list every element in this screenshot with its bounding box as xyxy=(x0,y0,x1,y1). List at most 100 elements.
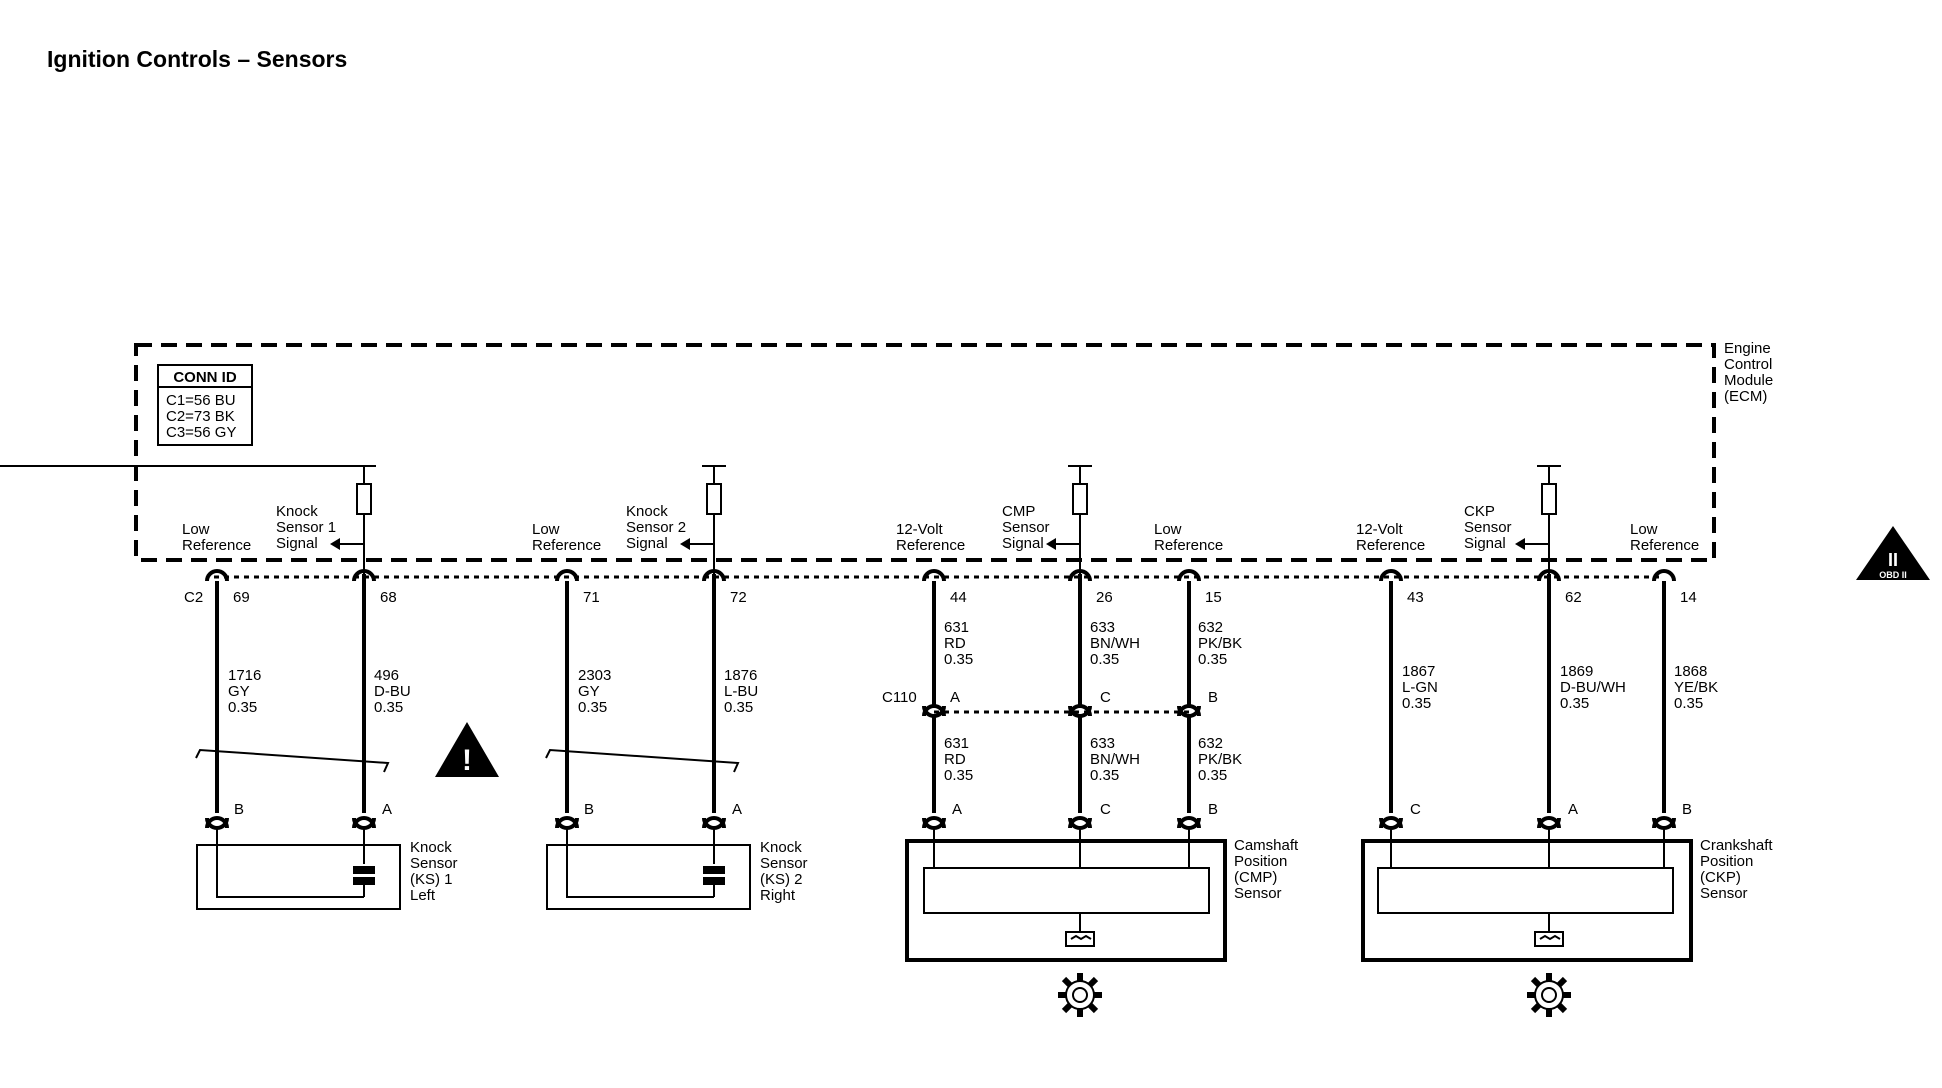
pin-number: 26 xyxy=(1096,589,1113,606)
pin-number: 62 xyxy=(1565,589,1582,606)
ecm-name-line: Module xyxy=(1724,372,1773,389)
pin-number: 44 xyxy=(950,589,967,606)
svg-text:Knock: Knock xyxy=(276,503,318,520)
pin-number: 14 xyxy=(1680,589,1697,606)
c110-pin: A xyxy=(950,689,960,706)
svg-text:633: 633 xyxy=(1090,619,1115,636)
svg-text:1716: 1716 xyxy=(228,667,261,684)
twisted-pair-marker xyxy=(545,748,740,773)
page-title: Ignition Controls – Sensors xyxy=(47,46,348,72)
pin-number: 71 xyxy=(583,589,600,606)
conn-id-table: CONN ID C1=56 BU C2=73 BK C3=56 GY xyxy=(157,364,253,446)
warning-glyph: ! xyxy=(462,744,472,777)
svg-text:L-GN: L-GN xyxy=(1402,679,1438,696)
svg-text:CKP: CKP xyxy=(1464,503,1495,520)
svg-text:1868: 1868 xyxy=(1674,663,1707,680)
pullup-resistor xyxy=(680,465,726,574)
svg-text:Reference: Reference xyxy=(896,537,965,554)
sensor-pin: A xyxy=(1568,801,1578,818)
svg-text:1867: 1867 xyxy=(1402,663,1435,680)
svg-text:Position: Position xyxy=(1234,853,1287,870)
c110-wire-info: 633 xyxy=(1090,735,1115,752)
svg-text:Knock: Knock xyxy=(760,839,802,856)
svg-text:II: II xyxy=(1888,550,1898,570)
svg-text:Camshaft: Camshaft xyxy=(1234,837,1299,854)
gear-icon xyxy=(1058,973,1102,1017)
ecm-pin: 12-Volt Reference 44 631 RD 0.35 xyxy=(896,521,973,706)
sensor-pin: B xyxy=(1682,801,1692,818)
svg-text:Signal: Signal xyxy=(1002,535,1044,552)
svg-text:Sensor 1: Sensor 1 xyxy=(276,519,336,536)
warning-triangle-icon: ! xyxy=(435,722,499,777)
svg-text:(KS) 2: (KS) 2 xyxy=(760,871,803,888)
svg-text:Reference: Reference xyxy=(182,537,251,554)
sensor-pin: C xyxy=(1410,801,1421,818)
svg-text:0.35: 0.35 xyxy=(578,699,607,716)
svg-text:0.35: 0.35 xyxy=(1674,695,1703,712)
svg-text:Sensor: Sensor xyxy=(760,855,808,872)
pin-number: 68 xyxy=(380,589,397,606)
svg-text:Sensor: Sensor xyxy=(1700,885,1748,902)
ecm-name-line: Engine xyxy=(1724,340,1771,357)
ecm-name-line: Control xyxy=(1724,356,1772,373)
pin-number: 72 xyxy=(730,589,747,606)
pullup-resistor xyxy=(0,465,376,574)
c110-pin: B xyxy=(1208,689,1218,706)
pin-number: 69 xyxy=(233,589,250,606)
ecm-pin: Knock Sensor 2 Signal 72 1876 L-BU 0.35 xyxy=(626,503,758,813)
c110-wire-info: PK/BK xyxy=(1198,751,1242,768)
svg-text:(CMP): (CMP) xyxy=(1234,869,1277,886)
svg-text:Right: Right xyxy=(760,887,796,904)
ecm-connector-label: C2 xyxy=(184,589,203,606)
ecm-pin: Low Reference 69 1716 GY 0.35 xyxy=(182,521,261,813)
svg-text:Sensor 2: Sensor 2 xyxy=(626,519,686,536)
c110-wire-info: 0.35 xyxy=(944,767,973,784)
knock-sensor-1: B A Knock Sensor (KS) 1 Left xyxy=(196,801,458,910)
ecm-pin: CMP Sensor Signal 26 633 BN/WH 0.35 xyxy=(1002,503,1140,706)
svg-text:Sensor: Sensor xyxy=(410,855,458,872)
svg-text:0.35: 0.35 xyxy=(724,699,753,716)
c110-wire-info: 0.35 xyxy=(1198,767,1227,784)
svg-text:Position: Position xyxy=(1700,853,1753,870)
pullup-resistor xyxy=(1046,465,1092,574)
c110-wire-info: 631 xyxy=(944,735,969,752)
svg-text:RD: RD xyxy=(944,635,966,652)
svg-text:Reference: Reference xyxy=(1630,537,1699,554)
svg-text:CMP: CMP xyxy=(1002,503,1035,520)
sensor-pin: A xyxy=(952,801,962,818)
c110-inline-connector: C110 A C B 631 RD 0.35 633 BN/WH 0.35 63… xyxy=(882,689,1242,813)
ecm-pin: Low Reference 71 2303 GY 0.35 xyxy=(532,521,611,813)
c110-wire-info: BN/WH xyxy=(1090,751,1140,768)
svg-text:Left: Left xyxy=(410,887,436,904)
conn-id-header: CONN ID xyxy=(173,369,237,386)
sensor-pin: B xyxy=(584,801,594,818)
svg-text:PK/BK: PK/BK xyxy=(1198,635,1242,652)
ckp-sensor: C A B Crankshaft Position (CKP) Sensor xyxy=(1361,801,1773,962)
obd-ii-icon: II OBD II xyxy=(1856,526,1930,580)
gear-icon xyxy=(1527,973,1571,1017)
c110-pin: C xyxy=(1100,689,1111,706)
c110-wire-info: RD xyxy=(944,751,966,768)
pin-number: 43 xyxy=(1407,589,1424,606)
svg-text:0.35: 0.35 xyxy=(1560,695,1589,712)
ecm-pin: 12-Volt Reference 43 1867 L-GN 0.35 xyxy=(1356,521,1438,813)
svg-text:YE/BK: YE/BK xyxy=(1674,679,1718,696)
svg-text:Reference: Reference xyxy=(532,537,601,554)
svg-text:GY: GY xyxy=(578,683,600,700)
svg-text:Low: Low xyxy=(1630,521,1658,538)
svg-text:2303: 2303 xyxy=(578,667,611,684)
cmp-sensor: A C B Camshaft Position (CMP) Sensor xyxy=(905,801,1299,962)
sensor-pin: A xyxy=(732,801,742,818)
svg-text:(CKP): (CKP) xyxy=(1700,869,1741,886)
svg-text:Knock: Knock xyxy=(626,503,668,520)
ecm-name-line: (ECM) xyxy=(1724,388,1767,405)
svg-text:0.35: 0.35 xyxy=(1198,651,1227,668)
svg-text:1869: 1869 xyxy=(1560,663,1593,680)
sensor-pin: C xyxy=(1100,801,1111,818)
sensor-pin: A xyxy=(382,801,392,818)
svg-text:Sensor: Sensor xyxy=(1234,885,1282,902)
ecm-pin: Low Reference 14 1868 YE/BK 0.35 xyxy=(1630,521,1718,813)
conn-id-row: C3=56 GY xyxy=(166,424,236,441)
c110-wire-info: 632 xyxy=(1198,735,1223,752)
